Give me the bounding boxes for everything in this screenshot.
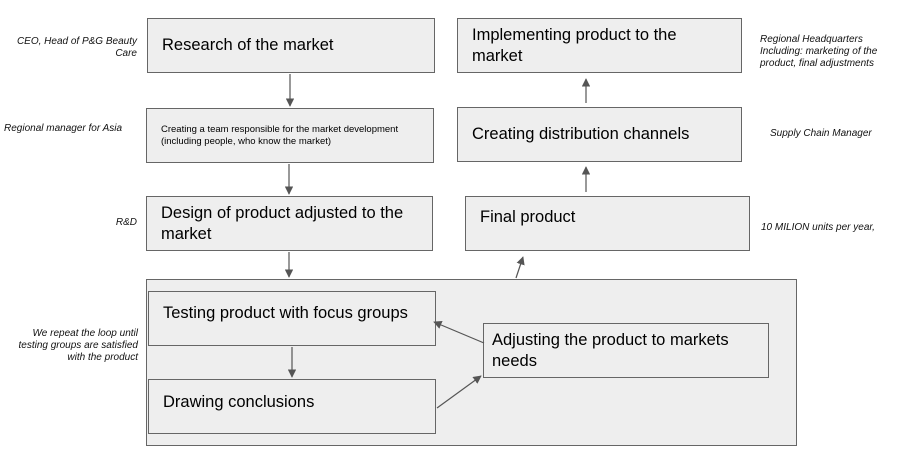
- distribution-label: Creating distribution channels: [472, 125, 690, 143]
- regional-manager-note: Regional manager for Asia: [4, 123, 123, 134]
- research-label: Research of the market: [162, 36, 334, 54]
- research-box: Research of the market: [147, 18, 435, 73]
- testing-label: Testing product with focus groups: [163, 304, 408, 322]
- loop-note: We repeat the loop until testing groups …: [18, 328, 138, 363]
- conclusions-box: Drawing conclusions: [148, 379, 436, 434]
- team-label: Creating a team responsible for the mark…: [161, 123, 399, 147]
- design-box: Design of product adjusted to the market: [146, 196, 433, 251]
- distribution-box: Creating distribution channels: [457, 107, 742, 162]
- team-box: Creating a team responsible for the mark…: [146, 108, 434, 163]
- regional-hq-note: Regional Headquarters Including: marketi…: [760, 34, 878, 69]
- arrow-conclusions-to-adjusting: [436, 375, 482, 409]
- adjusting-box: Adjusting the product to markets needs: [483, 323, 769, 378]
- arrow-loop-to-final: [515, 256, 525, 279]
- implementing-label: Implementing product to the market: [472, 25, 677, 65]
- final-product-label: Final product: [480, 208, 576, 226]
- units-note: 10 MILION units per year,: [761, 222, 875, 233]
- ceo-note: CEO, Head of P&G Beauty Care: [16, 36, 137, 59]
- final-product-box: Final product: [465, 196, 750, 251]
- arrow-adjusting-to-testing: [433, 321, 485, 344]
- adjusting-label: Adjusting the product to markets needs: [492, 330, 729, 370]
- conclusions-label: Drawing conclusions: [163, 393, 315, 411]
- rnd-note: R&D: [115, 217, 137, 228]
- supply-chain-note: Supply Chain Manager: [770, 128, 872, 139]
- design-label: Design of product adjusted to the market: [161, 203, 404, 243]
- testing-box: Testing product with focus groups: [148, 291, 436, 346]
- implementing-box: Implementing product to the market: [457, 18, 742, 73]
